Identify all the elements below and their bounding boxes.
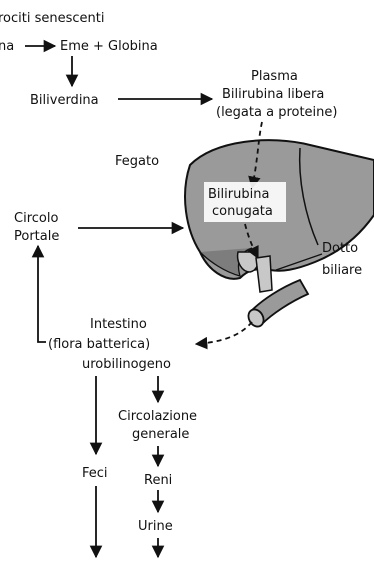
title-line: rociti senescenti [0,11,105,26]
dotto-line2: biliare [322,263,362,278]
reni-label: Reni [144,473,172,488]
liver-label-line1: Bilirubina [208,187,269,202]
fegato-label: Fegato [115,154,159,169]
intestino-line2: (flora batterica) [48,337,150,352]
intestino-line3: urobilinogeno [82,357,171,372]
feci-label: Feci [82,466,108,481]
plasma-line2: (legata a proteine) [216,105,337,120]
arrow-intestino-to-circolo [38,246,46,342]
breakdown-products: Eme + Globina [60,39,158,54]
plasma-line1: Bilirubina libera [222,87,324,102]
dotto-line1: Dotto [322,241,358,256]
circolazione-line2: generale [132,427,189,442]
liver-label-line2: conugata [212,204,273,219]
duct-upper [256,256,272,292]
dashed-duct-to-intestino [196,322,252,344]
biliverdina-label: Biliverdina [30,93,99,108]
breakdown-source: na [0,39,14,54]
plasma-title: Plasma [251,69,298,84]
circolo-line2: Portale [14,229,59,244]
intestino-line1: Intestino [90,317,147,332]
urine-label: Urine [138,519,173,534]
circolazione-line1: Circolazione [118,409,197,424]
circolo-line1: Circolo [14,211,58,226]
